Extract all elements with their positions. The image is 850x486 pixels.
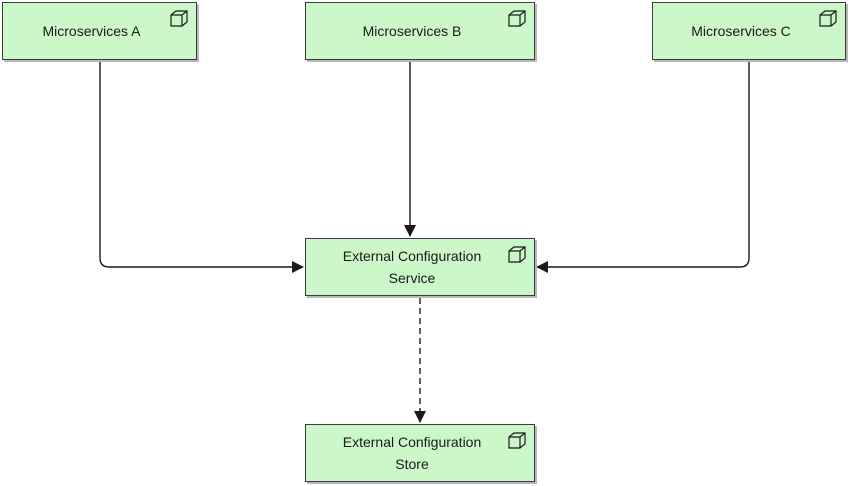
node-external-configuration-store[interactable]: External Configuration Store — [305, 424, 535, 482]
node-label: Microservices A — [42, 23, 141, 39]
cube-icon — [508, 246, 526, 263]
node-label: External Configuration Store — [342, 434, 482, 472]
node-microservices-c[interactable]: Microservices C — [652, 2, 846, 60]
cube-icon — [819, 10, 837, 27]
cube-icon — [170, 10, 188, 27]
connector-a-to-config-service — [100, 62, 303, 267]
node-microservices-b[interactable]: Microservices B — [305, 2, 535, 60]
node-external-configuration-service[interactable]: External Configuration Service — [305, 238, 535, 296]
cube-icon — [508, 10, 526, 27]
node-label: Microservices C — [691, 23, 791, 39]
node-microservices-a[interactable]: Microservices A — [2, 2, 197, 60]
node-label: External Configuration Service — [342, 248, 482, 286]
cube-icon — [508, 432, 526, 449]
node-label: Microservices B — [362, 23, 462, 39]
connector-c-to-config-service — [537, 62, 749, 267]
